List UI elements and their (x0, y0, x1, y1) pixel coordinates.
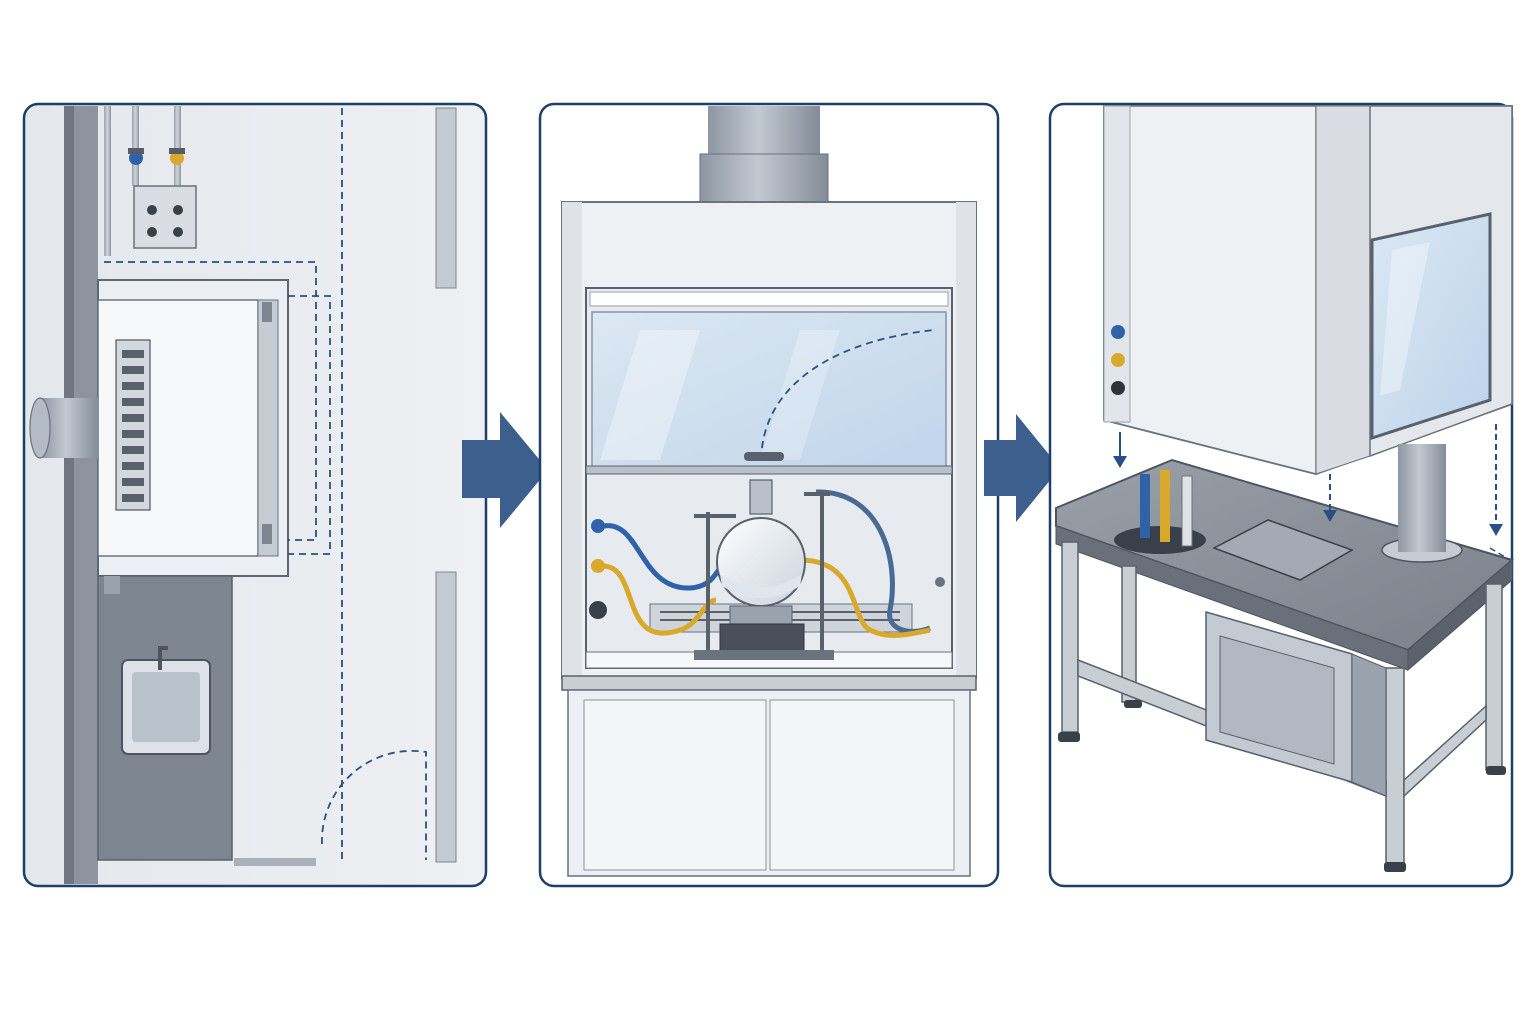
sink-cabinet (97, 575, 233, 861)
support-rod (706, 512, 710, 650)
water-outlet-icon (1111, 325, 1125, 339)
down-arrow-icon (1323, 510, 1337, 522)
valve-icon (128, 148, 144, 165)
junction-box (133, 185, 197, 249)
right-arrow-icon (984, 414, 1060, 522)
sash-glass (591, 311, 947, 471)
gas-outlet-icon (591, 559, 605, 573)
down-arrow-icon (1113, 456, 1127, 468)
down-arrow-icon (1489, 524, 1503, 536)
socket-icon (173, 205, 183, 215)
water-outlet-icon (591, 519, 605, 533)
faucet-icon (158, 646, 168, 670)
wall-mounted-unit (97, 279, 289, 577)
gas-hose-left (603, 563, 717, 636)
panel-3-canopy-bench (1048, 102, 1515, 888)
gas-outlet-icon (1111, 353, 1125, 367)
sash-rail (585, 465, 953, 475)
support-rod (820, 490, 824, 650)
service-pipe-1 (104, 106, 111, 256)
sash-handle (744, 452, 784, 461)
socket-icon (173, 227, 183, 237)
right-arrow-icon (462, 412, 548, 528)
panel-2-fume-hood (538, 102, 1000, 888)
hood-light-strip (589, 291, 949, 307)
air-riser (1181, 475, 1193, 547)
vent-grille (115, 339, 151, 511)
coolant-hose (815, 489, 931, 634)
work-top-edge (561, 675, 977, 691)
exhaust-duct (708, 106, 820, 158)
socket-icon (1111, 381, 1125, 395)
service-pipe-2 (132, 106, 139, 186)
socket-icon (589, 601, 607, 619)
dashed-layout-guides (104, 108, 427, 860)
service-pipe-3 (174, 106, 181, 186)
water-riser (1140, 474, 1150, 538)
gas-hose-right (799, 557, 931, 638)
valve-icon (169, 148, 185, 165)
duct-stub (29, 397, 98, 459)
flask-apparatus (694, 479, 834, 660)
hotplate (719, 623, 805, 655)
wall-column-shade (64, 106, 74, 884)
hinge (262, 524, 272, 544)
sash-travel-guide (761, 329, 935, 449)
panel-1-room-plan (22, 102, 488, 888)
socket-icon (147, 227, 157, 237)
socket-icon (147, 205, 157, 215)
access-plate (1212, 519, 1354, 581)
hinge (262, 302, 272, 322)
gas-riser (1160, 470, 1170, 542)
canopy-window (1370, 212, 1492, 441)
